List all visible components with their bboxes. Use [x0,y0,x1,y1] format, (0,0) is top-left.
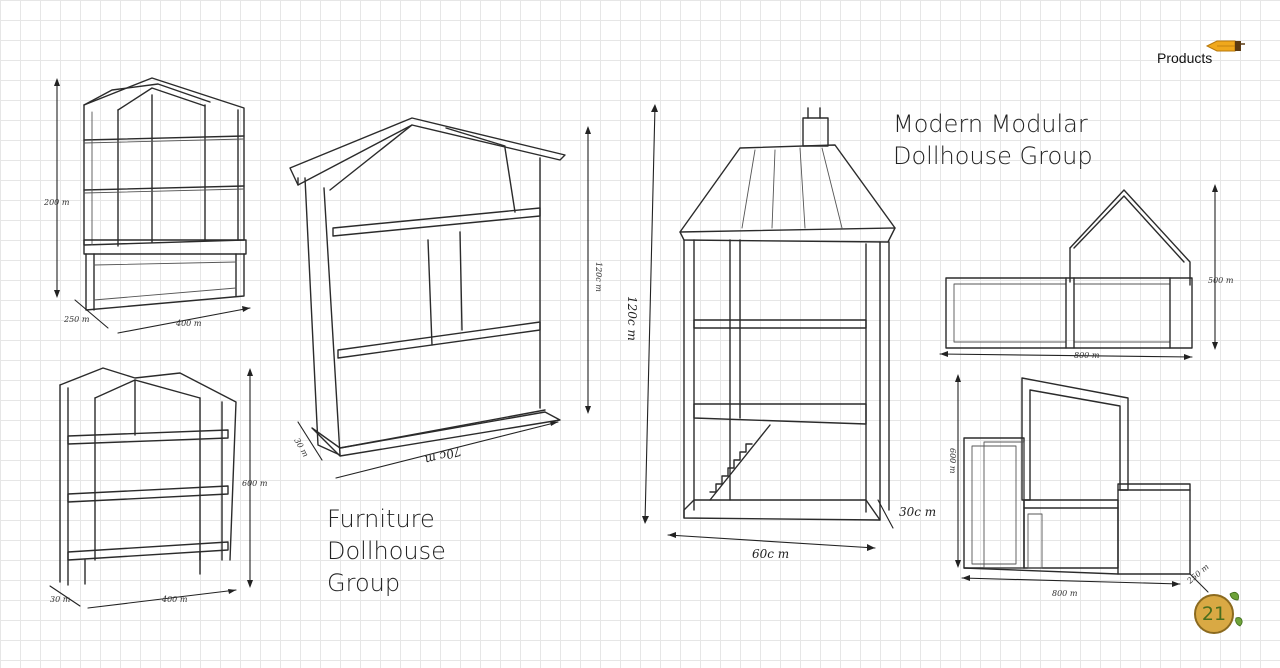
greenhouse-cabinet-sketch [54,77,251,334]
bookcase-depth-label: 30 m [292,437,310,459]
pencil-icon [1205,40,1245,52]
bookcase-width-label: 70c m [423,444,463,467]
shelf-depth-label: 30 m [50,595,71,604]
blocks-height-label: 600 m [948,448,957,474]
leaf-icon [1229,592,1243,627]
modern-modular-title: Modern Modular Dollhouse Group [893,108,1113,172]
bookcase-dollhouse-sketch [289,117,591,479]
products-header-label: Products [1157,50,1213,66]
house-shelf-sketch [49,367,253,609]
tall-width-label: 60c m [752,547,789,561]
greenhouse-width-label: 400 m [175,319,202,328]
modern-title-line1: Modern Modular [893,110,1088,138]
modern-title-line2: Dollhouse Group [893,142,1093,170]
tall-depth-label: 30c m [899,505,936,519]
modular-blocks-sketch [955,374,1209,593]
furniture-title-line1: Furniture [327,505,435,533]
blocks-width-label: 800 m [1052,589,1078,598]
long-width-label: 800 m [1074,351,1100,360]
greenhouse-height-label: 200 m [43,198,70,207]
long-dollhouse-sketch [939,184,1218,360]
tall-height-label: 120c m [625,296,639,341]
furniture-dollhouse-title: Furniture Dollhouse Group [327,503,467,599]
greenhouse-depth-label: 250 m [63,315,90,324]
furniture-title-line3: Group [327,569,401,597]
furniture-title-line2: Dollhouse [327,537,446,565]
shelf-height-label: 600 m [242,479,268,488]
shelf-width-label: 400 m [161,595,188,604]
page-number-badge: 21 [1194,594,1234,634]
tall-townhouse-sketch [642,104,896,551]
bookcase-height-label: 120c m [594,262,603,292]
long-height-label: 500 m [1208,276,1234,285]
